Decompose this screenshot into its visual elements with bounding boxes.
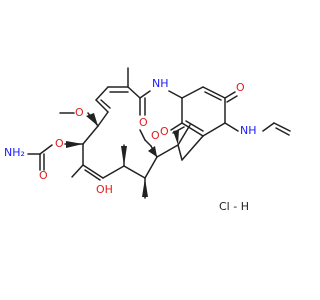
allyl-nh-label: NH (240, 124, 257, 137)
atom-labels: NH O O O NH O O O O NH₂ OH Cl - H (4, 77, 257, 213)
hydroxyl-label: OH (96, 183, 113, 196)
amide-nh-label: NH (152, 77, 169, 90)
stereo-wedges (66, 113, 179, 197)
carbamate-carbonyl-oxygen-label: O (39, 169, 48, 182)
methoxy-mid-oxygen-label: O (151, 129, 160, 142)
molecule-drawing: NH O O O NH O O O O NH₂ OH Cl - H (4, 67, 291, 213)
carbamate-ester-oxygen-label: O (55, 137, 64, 150)
carbamate-nh2-label: NH₂ (4, 146, 25, 159)
hcl-salt-label: Cl - H (219, 200, 249, 213)
quinone-oxygen-bottom-label: O (160, 125, 169, 138)
quinone-oxygen-top-label: O (236, 81, 245, 94)
amide-oxygen-label: O (139, 116, 148, 129)
methoxy-left-oxygen-label: O (75, 106, 84, 119)
bond-lines (27, 67, 291, 199)
chemical-structure-diagram: NH O O O NH O O O O NH₂ OH Cl - H (4, 67, 291, 213)
